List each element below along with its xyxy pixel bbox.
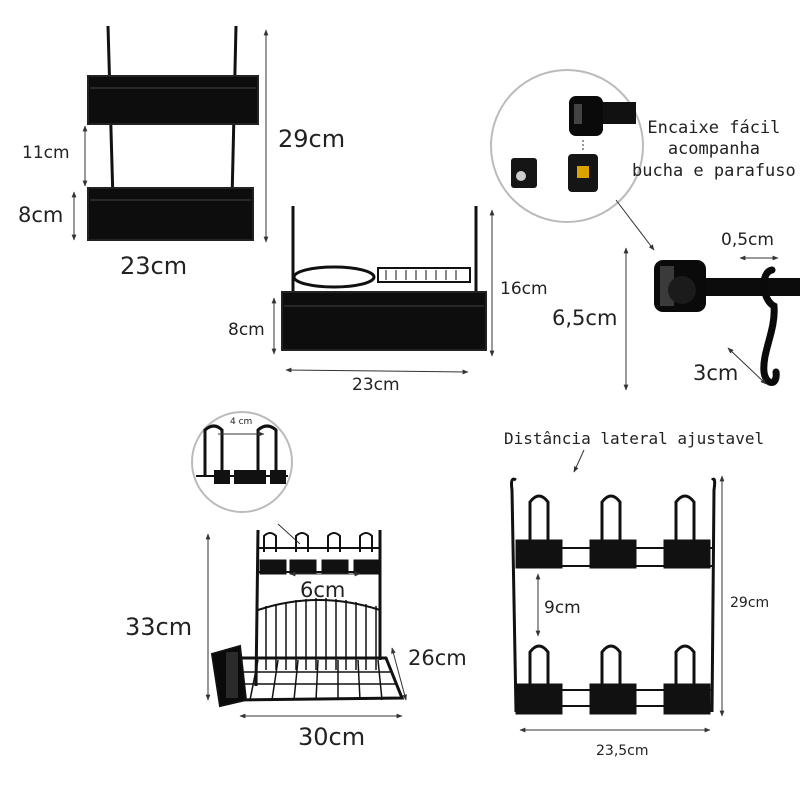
- hook-depth-label: 3cm: [693, 361, 739, 385]
- two-tier-shelf-icon: [87, 25, 259, 241]
- hook-callout-line-3: bucha e parafuso: [632, 160, 796, 181]
- hook-callout-text: Encaixe fácil acompanha bucha e parafuso: [632, 118, 796, 182]
- hook-callout-line-1: Encaixe fácil: [647, 118, 781, 138]
- dish-rack-width-label: 30cm: [298, 723, 366, 751]
- shelf2-gap-label: 11cm: [22, 143, 70, 163]
- detail-spacing-label: 4 cm: [230, 417, 253, 427]
- hook-callout-line-2: acompanha: [667, 139, 760, 160]
- cup-rack-note-pointer: [573, 449, 585, 473]
- shelf2-basket-label: 8cm: [18, 203, 64, 227]
- hook-thickness-label: 0,5cm: [721, 230, 774, 250]
- single-shelf-icon: [281, 206, 487, 351]
- cup-rack-dimension-lines: [519, 475, 725, 733]
- cup-rack-icon: [510, 477, 717, 715]
- dish-rack-height-label: 33cm: [125, 613, 193, 641]
- two-tier-dimension-lines: [71, 29, 269, 243]
- dish-rack-slot-label: 6cm: [300, 578, 346, 602]
- dish-rack-icon: [210, 529, 405, 708]
- dish-rack-dimension-lines: [205, 533, 407, 719]
- shelf1-height-label: 16cm: [500, 279, 548, 299]
- hook-callout-pointer: [615, 199, 655, 251]
- cup-rack-height-label: 29cm: [730, 595, 770, 611]
- shelf2-width-label: 23cm: [120, 252, 188, 280]
- spacing-detail-icon: [191, 411, 293, 513]
- hook-rod-icon: [654, 260, 800, 386]
- dish-rack-depth-label: 26cm: [408, 646, 467, 670]
- hook-dimension-lines: [623, 247, 779, 391]
- shelf1-basket-label: 8cm: [228, 320, 265, 340]
- hook-height-label: 6,5cm: [552, 306, 618, 330]
- cup-rack-note: Distância lateral ajustavel: [504, 429, 765, 448]
- hook-detail-icon: [490, 69, 644, 223]
- shelf1-width-label: 23cm: [352, 375, 400, 395]
- cup-rack-gap-label: 9cm: [544, 598, 581, 618]
- shelf2-height-label: 29cm: [278, 125, 346, 153]
- single-shelf-dimension-lines: [271, 209, 495, 375]
- cup-rack-width-label: 23,5cm: [596, 743, 649, 759]
